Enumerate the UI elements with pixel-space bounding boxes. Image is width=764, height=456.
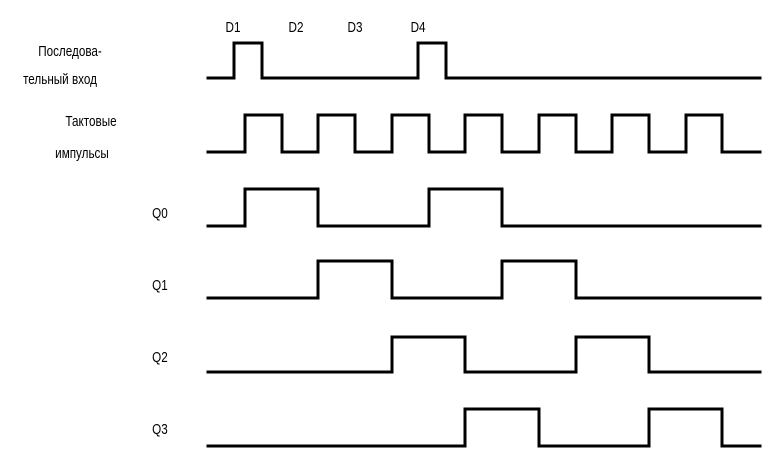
marker-d1: D1 (226, 19, 241, 36)
marker-d3: D3 (348, 19, 363, 36)
q1-waveform (206, 259, 762, 300)
q0-label: Q0 (152, 205, 168, 222)
clock-label-line2: импульсы (55, 145, 109, 162)
q3-waveform (206, 407, 762, 448)
clock-waveform (206, 113, 762, 154)
serial-input-waveform (206, 41, 762, 80)
q0-waveform (206, 187, 762, 228)
q3-label: Q3 (152, 421, 168, 438)
marker-d2: D2 (289, 19, 304, 36)
q2-label: Q2 (152, 349, 168, 366)
q2-waveform (206, 335, 762, 374)
serial-input-label-line2: тельный вход (23, 71, 97, 88)
clock-label-line1: Тактовые (65, 113, 116, 130)
serial-input-label-line1: Последова- (38, 43, 102, 60)
marker-d4: D4 (411, 19, 426, 36)
q1-label: Q1 (152, 277, 168, 294)
